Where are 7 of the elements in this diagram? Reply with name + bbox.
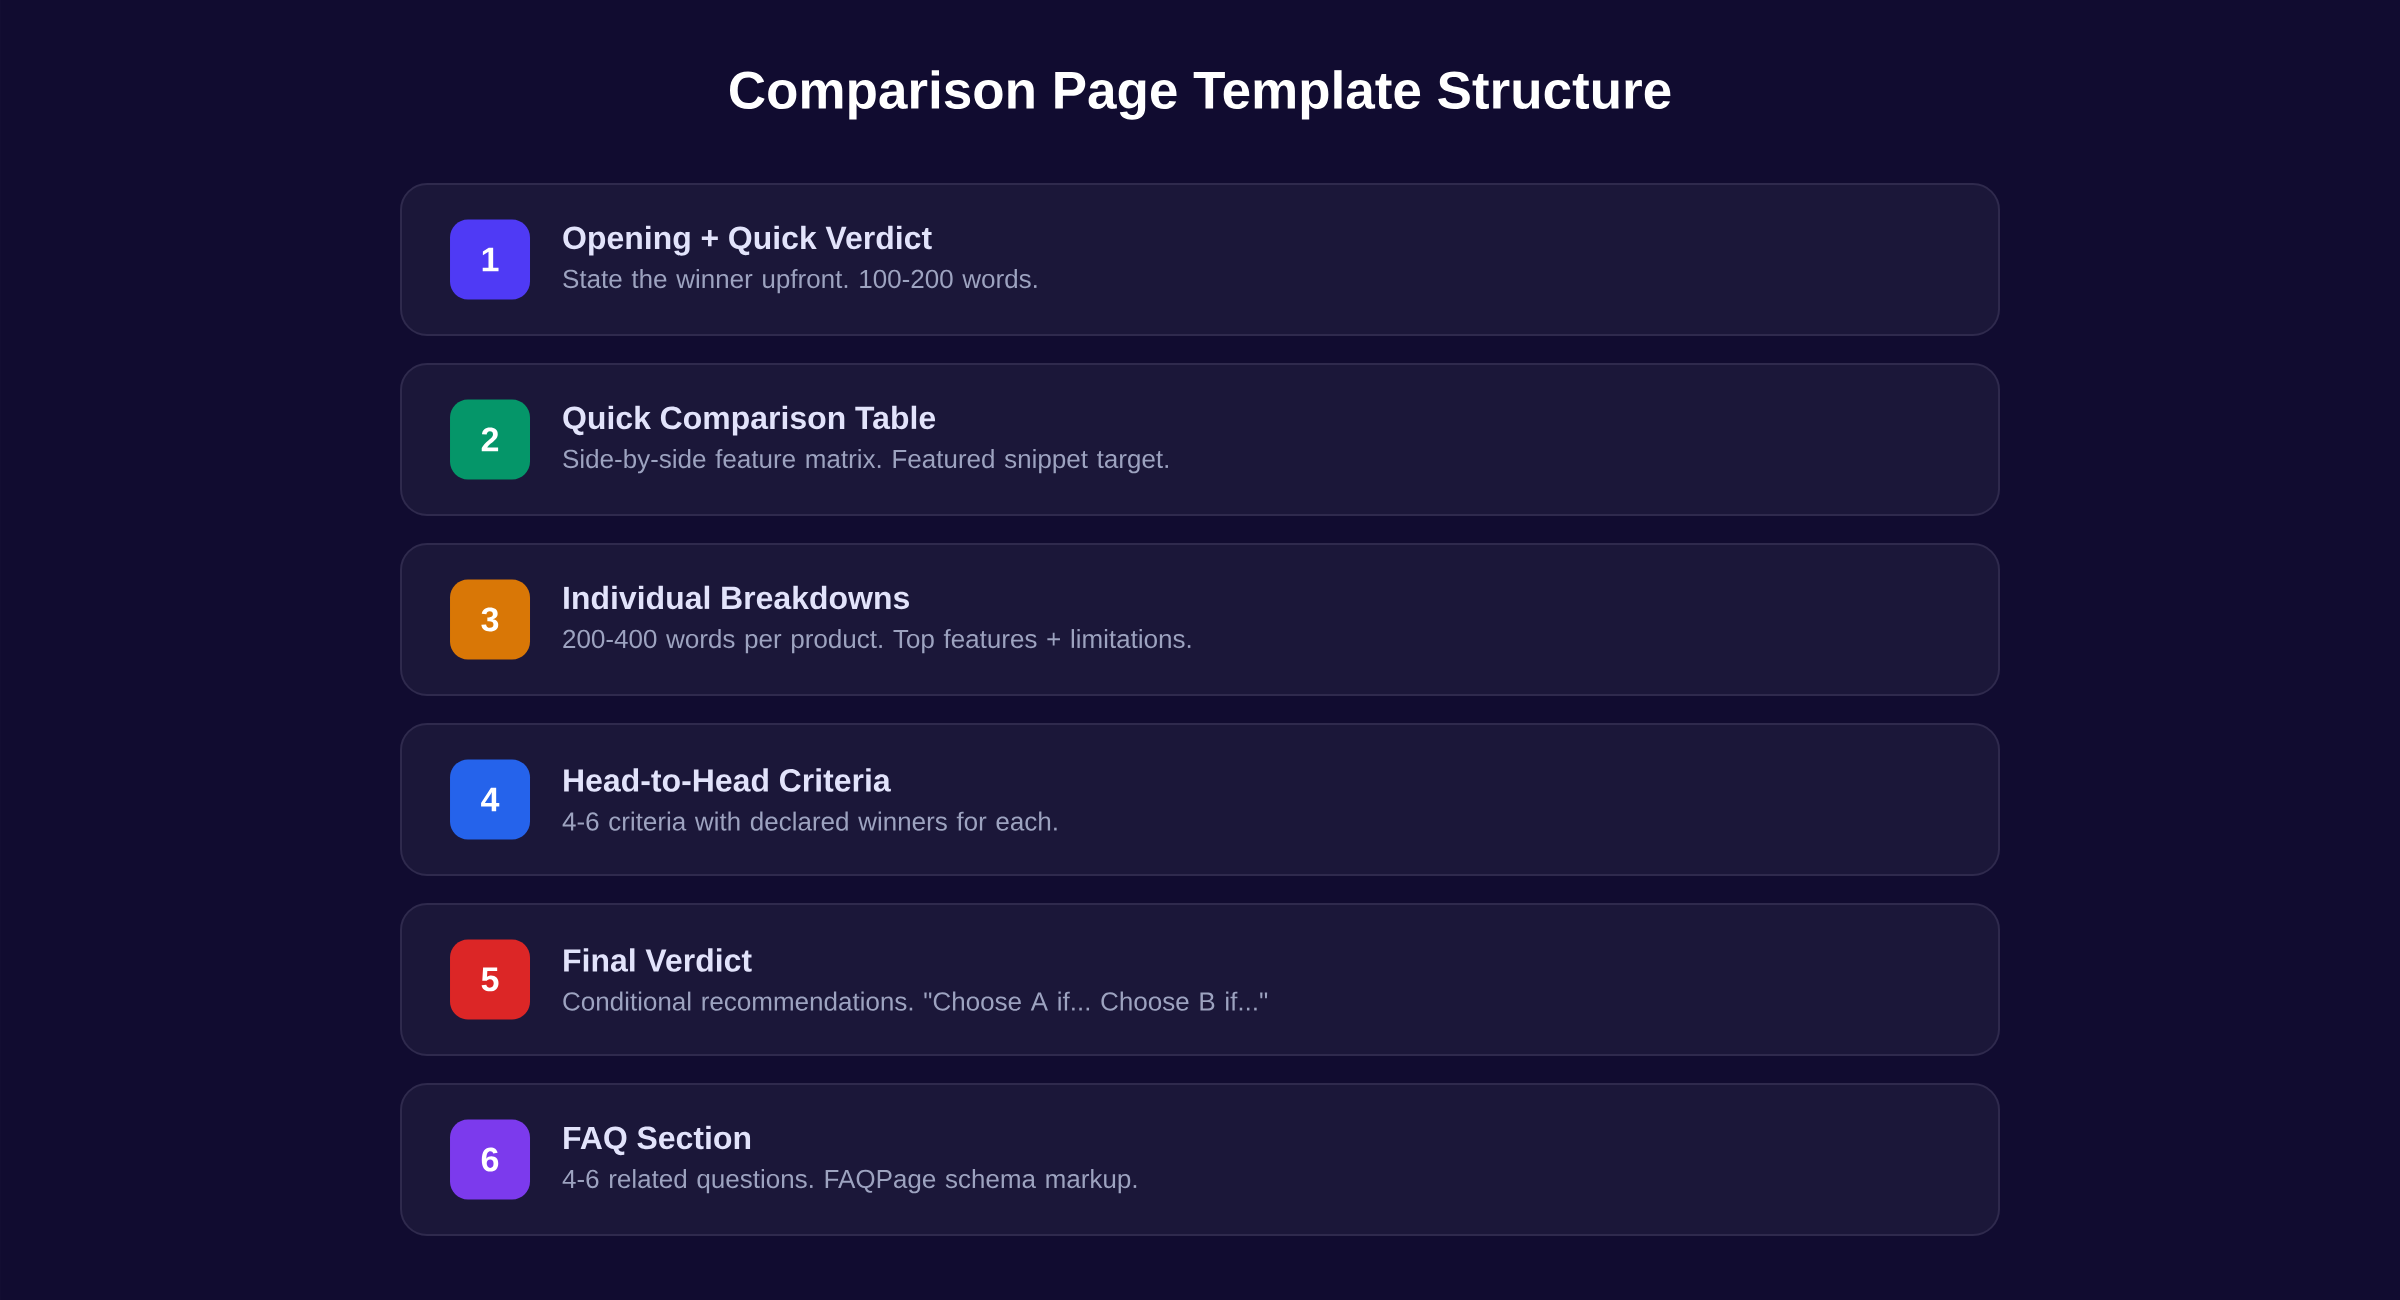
number-badge: 4 xyxy=(450,759,530,840)
number-badge: 5 xyxy=(450,939,530,1020)
number-badge: 6 xyxy=(450,1119,530,1200)
title: Comparison Page Template Structure xyxy=(730,70,1671,120)
number-badge: 3 xyxy=(450,579,530,660)
number-badge: 2 xyxy=(450,399,530,480)
number-badge: 1 xyxy=(450,219,530,300)
